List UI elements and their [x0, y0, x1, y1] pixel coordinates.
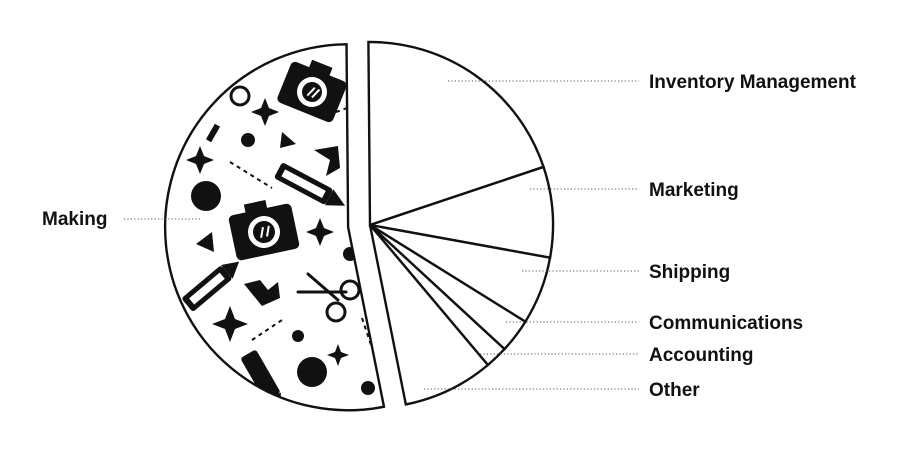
slice-label-inventory-management: Inventory Management — [649, 72, 857, 93]
slice-label-shipping: Shipping — [649, 262, 730, 283]
slice-label-marketing: Marketing — [649, 180, 739, 201]
sparkle-icon — [186, 98, 349, 366]
slices-layer — [163, 40, 555, 412]
slice-label-making: Making — [42, 209, 107, 230]
slice-label-accounting: Accounting — [649, 345, 754, 366]
pie-slice-other — [368, 224, 490, 406]
slice-label-communications: Communications — [649, 313, 803, 334]
camera-icon — [228, 200, 300, 261]
pie-slice-making — [163, 43, 386, 412]
pie-slice-marketing — [369, 165, 555, 260]
pencil-icon — [241, 350, 281, 411]
shape-icon — [191, 85, 375, 395]
camera-icon — [277, 59, 347, 123]
making-icon-pattern — [182, 59, 377, 411]
pencil-icon — [274, 163, 346, 206]
scissors-icon — [296, 272, 361, 323]
slice-label-other: Other — [649, 380, 700, 401]
labels-layer: Inventory ManagementMarketingShippingCom… — [42, 72, 857, 401]
pie-slice-inventory-management — [367, 40, 546, 227]
pencil-icon — [182, 261, 240, 311]
